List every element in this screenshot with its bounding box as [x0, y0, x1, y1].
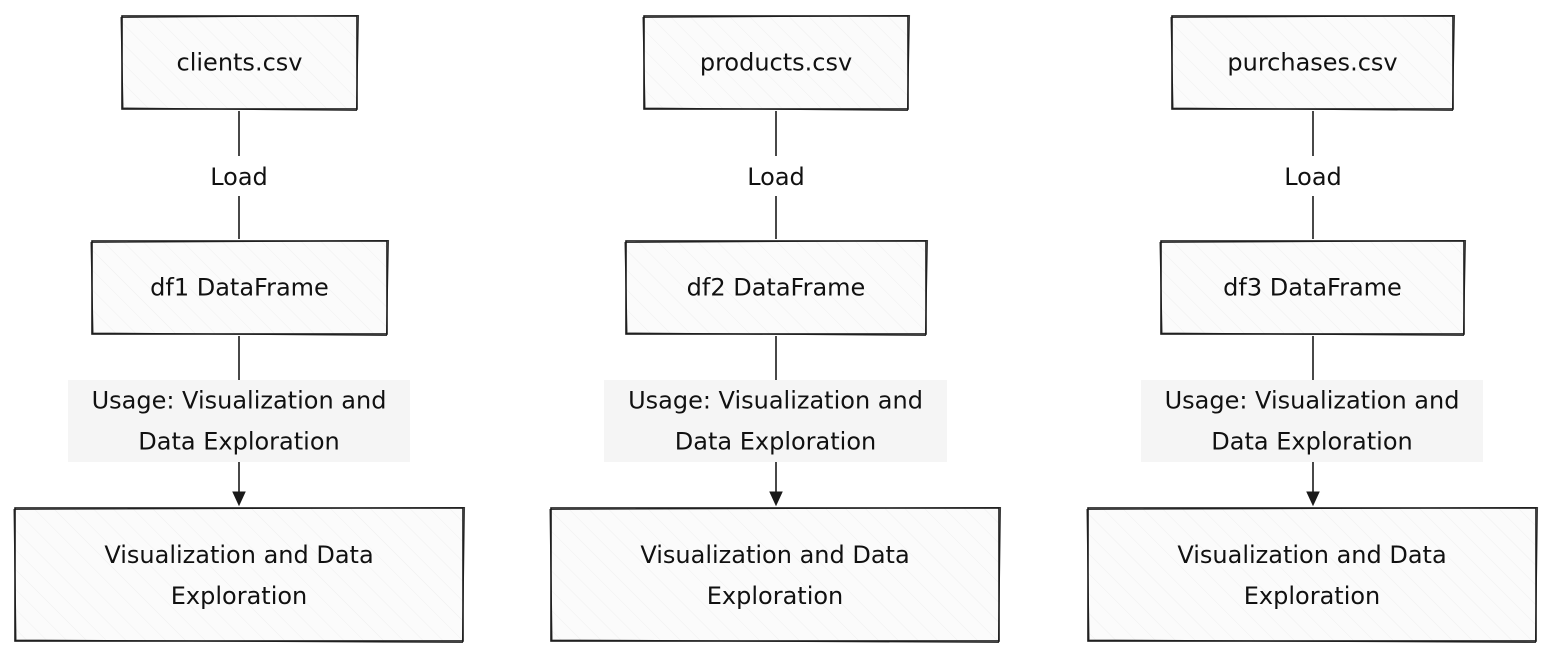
node-target-label-line-1: Visualization and Data [104, 541, 373, 569]
node-source: purchases.csv [1170, 14, 1456, 112]
edge-label-usage-bg [68, 380, 410, 462]
edge-label-load: Load [205, 156, 273, 196]
node-target-border [550, 507, 1000, 642]
node-dataframe-border [91, 240, 388, 335]
node-source-label: purchases.csv [1227, 49, 1397, 77]
edge-label-load-text: Load [747, 163, 805, 191]
edge-label-load: Load [742, 156, 810, 196]
node-dataframe-label: df3 DataFrame [1223, 274, 1402, 302]
node-target-label-line-2: Exploration [707, 582, 844, 610]
edge-label-usage-text-line-2: Data Exploration [1211, 428, 1412, 456]
edge-label-load-bg [742, 156, 810, 196]
edge-label-load: Load [1279, 156, 1347, 196]
edge-label-usage-text-line-2: Data Exploration [675, 428, 876, 456]
node-source-sketch-stroke [120, 14, 360, 112]
edge-label-usage-text-line-1: Usage: Visualization and [92, 387, 387, 415]
node-source-sketch-stroke [1170, 14, 1456, 112]
node-source-sketch-stroke [642, 14, 911, 112]
edge-label-usage-text-line-1: Usage: Visualization and [628, 387, 923, 415]
edge-label-load-text: Load [1284, 163, 1342, 191]
node-source-border [1171, 15, 1454, 110]
node-dataframe-label: df2 DataFrame [687, 274, 866, 302]
node-dataframe-border [625, 240, 927, 335]
node-dataframe: df3 DataFrame [1159, 239, 1467, 337]
node-source-label: clients.csv [177, 49, 303, 77]
node-target-label-line-1: Visualization and Data [640, 541, 909, 569]
node-dataframe: df1 DataFrame [90, 239, 390, 337]
edge-label-usage-bg [604, 380, 947, 462]
edge-label-load-bg [205, 156, 273, 196]
node-source-border [121, 15, 358, 110]
edge-label-usage-text-line-1: Usage: Visualization and [1165, 387, 1460, 415]
node-dataframe: df2 DataFrame [624, 239, 929, 337]
node-source: products.csv [642, 14, 911, 112]
node-target-label-line-2: Exploration [171, 582, 308, 610]
edge-label-load-text: Load [210, 163, 268, 191]
node-dataframe-sketch-stroke [90, 239, 390, 337]
edge-label-load-bg [1279, 156, 1347, 196]
node-target-sketch-stroke [549, 506, 1002, 644]
arrowhead-icon [769, 491, 783, 507]
node-target-border [14, 507, 464, 642]
node-dataframe-sketch-stroke [624, 239, 929, 337]
node-target-label-line-2: Exploration [1244, 582, 1381, 610]
node-target-border [1087, 507, 1537, 642]
arrowhead-icon [232, 491, 246, 507]
node-target-sketch-stroke [13, 506, 466, 644]
node-target-sketch-stroke [1086, 506, 1539, 644]
edge-label-usage-bg [1141, 380, 1483, 462]
node-dataframe-sketch-stroke [1159, 239, 1467, 337]
node-target-label-line-1: Visualization and Data [1177, 541, 1446, 569]
node-dataframe-label: df1 DataFrame [150, 274, 329, 302]
arrowhead-icon [1306, 491, 1320, 507]
node-source: clients.csv [120, 14, 360, 112]
node-source-label: products.csv [700, 49, 852, 77]
edge-label-usage-text-line-2: Data Exploration [138, 428, 339, 456]
